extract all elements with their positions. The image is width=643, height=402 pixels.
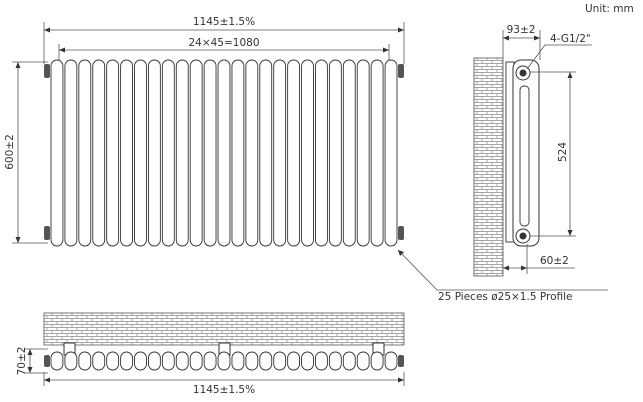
front-tube: [315, 59, 328, 247]
top-tube: [259, 351, 273, 371]
connection-top-core: [519, 69, 527, 77]
profile-leader-line: [397, 249, 608, 291]
front-tube: [92, 59, 106, 247]
front-tube: [134, 59, 147, 247]
top-tube: [287, 351, 301, 371]
top-tube: [231, 351, 245, 371]
front-tube: [342, 59, 356, 247]
top-tube: [370, 351, 384, 371]
front-tube: [370, 59, 384, 247]
top-tube: [384, 351, 398, 371]
front-tubes-group: [50, 59, 398, 247]
top-tube: [315, 351, 328, 371]
top-view: 70±2 1145±1.5%: [16, 312, 405, 396]
top-tube: [161, 351, 175, 371]
top-tube: [147, 351, 161, 371]
front-tube: [245, 59, 259, 247]
top-tube: [120, 351, 133, 371]
side-wall: [473, 57, 504, 277]
front-tube: [356, 59, 370, 247]
top-width-label: 1145±1.5%: [193, 384, 255, 396]
front-tube: [78, 59, 92, 247]
top-tube: [203, 351, 217, 371]
top-tube: [356, 351, 370, 371]
front-tube: [147, 59, 161, 247]
front-tube: [203, 59, 217, 247]
front-plug-top-right: [398, 64, 404, 78]
top-wall: [43, 312, 405, 346]
wall-gap-label: 60±2: [540, 255, 569, 267]
front-plug-bottom-right: [398, 226, 404, 240]
top-tube: [64, 351, 78, 371]
front-tube: [64, 59, 78, 247]
front-plug-top-left: [44, 64, 50, 78]
top-tube: [106, 351, 120, 371]
centers-label: 524: [557, 142, 569, 162]
side-view: 93±2 4-G1/2" 524 60±2: [473, 24, 592, 277]
top-tubes-group: [50, 351, 398, 371]
top-tube: [328, 351, 342, 371]
top-tube: [175, 351, 189, 371]
front-tube: [120, 59, 133, 247]
top-tube: [342, 351, 356, 371]
connection-bottom-core: [519, 232, 527, 240]
section-width-label: 24×45=1080: [188, 37, 259, 49]
height-label: 600±2: [4, 134, 16, 170]
connection-label: 4-G1/2": [550, 33, 591, 45]
front-view: 1145±1.5% 24×45=1080 600±2 25 Pieces ø25…: [4, 16, 608, 303]
front-tube: [175, 59, 189, 247]
front-tube: [231, 59, 245, 247]
top-tube: [92, 351, 106, 371]
front-tube: [161, 59, 175, 247]
top-tube: [189, 351, 203, 371]
front-tube: [259, 59, 273, 247]
side-tube-slot: [519, 85, 530, 227]
front-tube: [106, 59, 120, 247]
top-plug-right: [398, 355, 404, 367]
top-tube: [217, 351, 231, 371]
top-tube: [50, 351, 64, 371]
top-tube: [273, 351, 287, 371]
depth-label: 93±2: [507, 24, 536, 36]
top-plug-left: [44, 355, 50, 367]
front-tube: [273, 59, 287, 247]
front-tube: [189, 59, 203, 247]
connection-leader-line: [526, 44, 592, 70]
front-tube: [384, 59, 398, 247]
unit-label: Unit: mm: [585, 3, 634, 15]
top-tube: [245, 351, 259, 371]
overall-width-label: 1145±1.5%: [193, 16, 255, 28]
front-tube: [217, 59, 231, 247]
profile-note: 25 Pieces ø25×1.5 Profile: [438, 291, 573, 303]
top-depth-label: 70±2: [16, 347, 28, 376]
front-plug-bottom-left: [44, 226, 50, 240]
front-tube: [50, 59, 64, 247]
top-tube: [78, 351, 92, 371]
front-tube: [287, 59, 301, 247]
top-tube: [301, 351, 314, 371]
top-tube: [134, 351, 147, 371]
front-tube: [328, 59, 342, 247]
front-tube: [301, 59, 314, 247]
